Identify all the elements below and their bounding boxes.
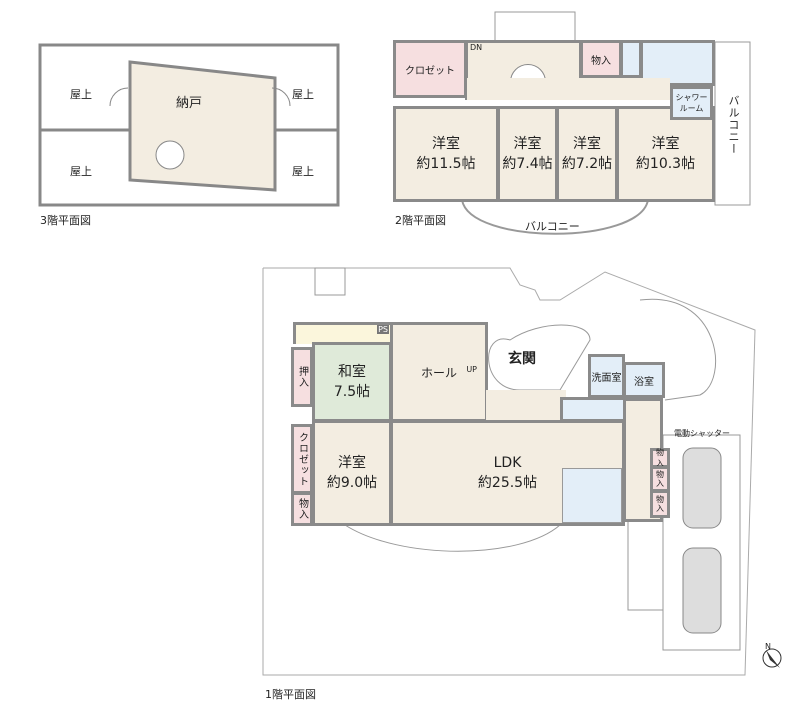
balcony-label: バルコニー <box>727 95 740 155</box>
storage-label: 物入 <box>655 470 665 488</box>
roof-label: 屋上 <box>70 88 92 101</box>
floor2-title: 2階平面図 <box>395 214 446 227</box>
washroom-label: 洗面室 <box>591 372 622 384</box>
roof-label: 屋上 <box>70 165 92 178</box>
room-size: 約7.2帖 <box>561 156 613 172</box>
roof-label: 屋上 <box>292 88 314 101</box>
oshiire-label: 押入 <box>296 366 308 388</box>
balcony-label: バルコニー <box>525 220 580 233</box>
storage-label: 物入 <box>655 495 665 513</box>
storage-label: 物入 <box>591 55 611 67</box>
room-size: 約11.5帖 <box>416 156 476 172</box>
dn-label: DN <box>470 43 483 52</box>
room-size: 約9.0帖 <box>326 475 378 491</box>
room-size: 約10.3帖 <box>635 156 696 172</box>
room-name: 洋室 <box>573 136 601 152</box>
room-name: 洋室 <box>651 136 680 152</box>
entry-hall <box>486 390 566 422</box>
hallway <box>467 78 670 100</box>
room-name: 洋室 <box>432 136 460 152</box>
ps-label: PS <box>377 325 389 334</box>
genkan-label: 玄関 <box>508 351 536 367</box>
compass-icon: N <box>765 642 771 651</box>
storage-label: 物入 <box>656 448 664 468</box>
room-name: 和室 <box>338 364 366 380</box>
kitchen <box>562 468 622 523</box>
room-size: 約25.5帖 <box>477 475 538 491</box>
toilet <box>620 40 642 78</box>
floor3-title: 3階平面図 <box>40 214 91 227</box>
room-name: 洋室 <box>513 136 542 152</box>
roof-label: 屋上 <box>292 165 314 178</box>
storage-label: 納戸 <box>176 96 203 111</box>
closet-label: クロゼット <box>405 65 455 77</box>
room-size: 7.5帖 <box>333 384 371 400</box>
floor1-title: 1階平面図 <box>265 688 316 701</box>
room-name: 洋室 <box>338 455 366 471</box>
storage-label: 物入 <box>296 498 308 520</box>
toilet <box>560 397 626 422</box>
room-size: 約7.4帖 <box>502 156 553 172</box>
shutter-label: 電動シャッター <box>674 429 730 438</box>
washroom <box>640 40 715 86</box>
shower-room: シャワールーム <box>670 86 713 120</box>
up-label: UP <box>466 365 477 374</box>
room-name: LDK <box>493 455 522 471</box>
bath-label: 浴室 <box>634 376 654 388</box>
hall-label: ホール <box>420 365 457 380</box>
shower-label: シャワールーム <box>675 93 708 113</box>
closet-label: クロゼット <box>296 431 308 487</box>
